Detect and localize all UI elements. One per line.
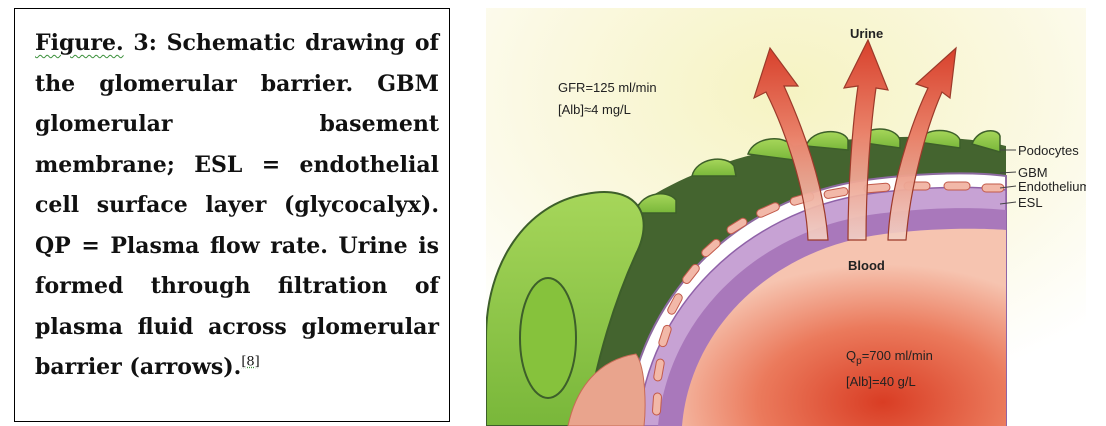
layer-label-esl: ESL <box>1018 195 1043 210</box>
layer-label-gbm: GBM <box>1018 165 1048 180</box>
podocyte-nucleus <box>520 278 576 398</box>
layer-label-podocytes: Podocytes <box>1018 143 1079 158</box>
alb-urine-label: [Alb]≈4 mg/L <box>558 102 631 117</box>
figure-label: Figure. <box>35 30 124 56</box>
qp-symbol: Q <box>846 348 856 363</box>
layer-label-endothelium: Endothelium <box>1018 179 1086 194</box>
caption-paragraph: Figure. 3: Schematic drawing of the glom… <box>35 23 439 388</box>
gfr-label: GFR=125 ml/min <box>558 80 657 95</box>
urine-label: Urine <box>850 26 883 41</box>
caption-reference: [8] <box>241 355 259 370</box>
figure-caption: Figure. 3: Schematic drawing of the glom… <box>14 8 450 422</box>
blood-label: Blood <box>848 258 885 273</box>
caption-text: 3: Schematic drawing of the glomerular b… <box>35 30 439 380</box>
glomerular-barrier-diagram: Urine GFR=125 ml/min [Alb]≈4 mg/L Blood … <box>486 8 1086 426</box>
alb-blood-label: [Alb]=40 g/L <box>846 374 916 389</box>
qp-value: =700 ml/min <box>862 348 933 363</box>
